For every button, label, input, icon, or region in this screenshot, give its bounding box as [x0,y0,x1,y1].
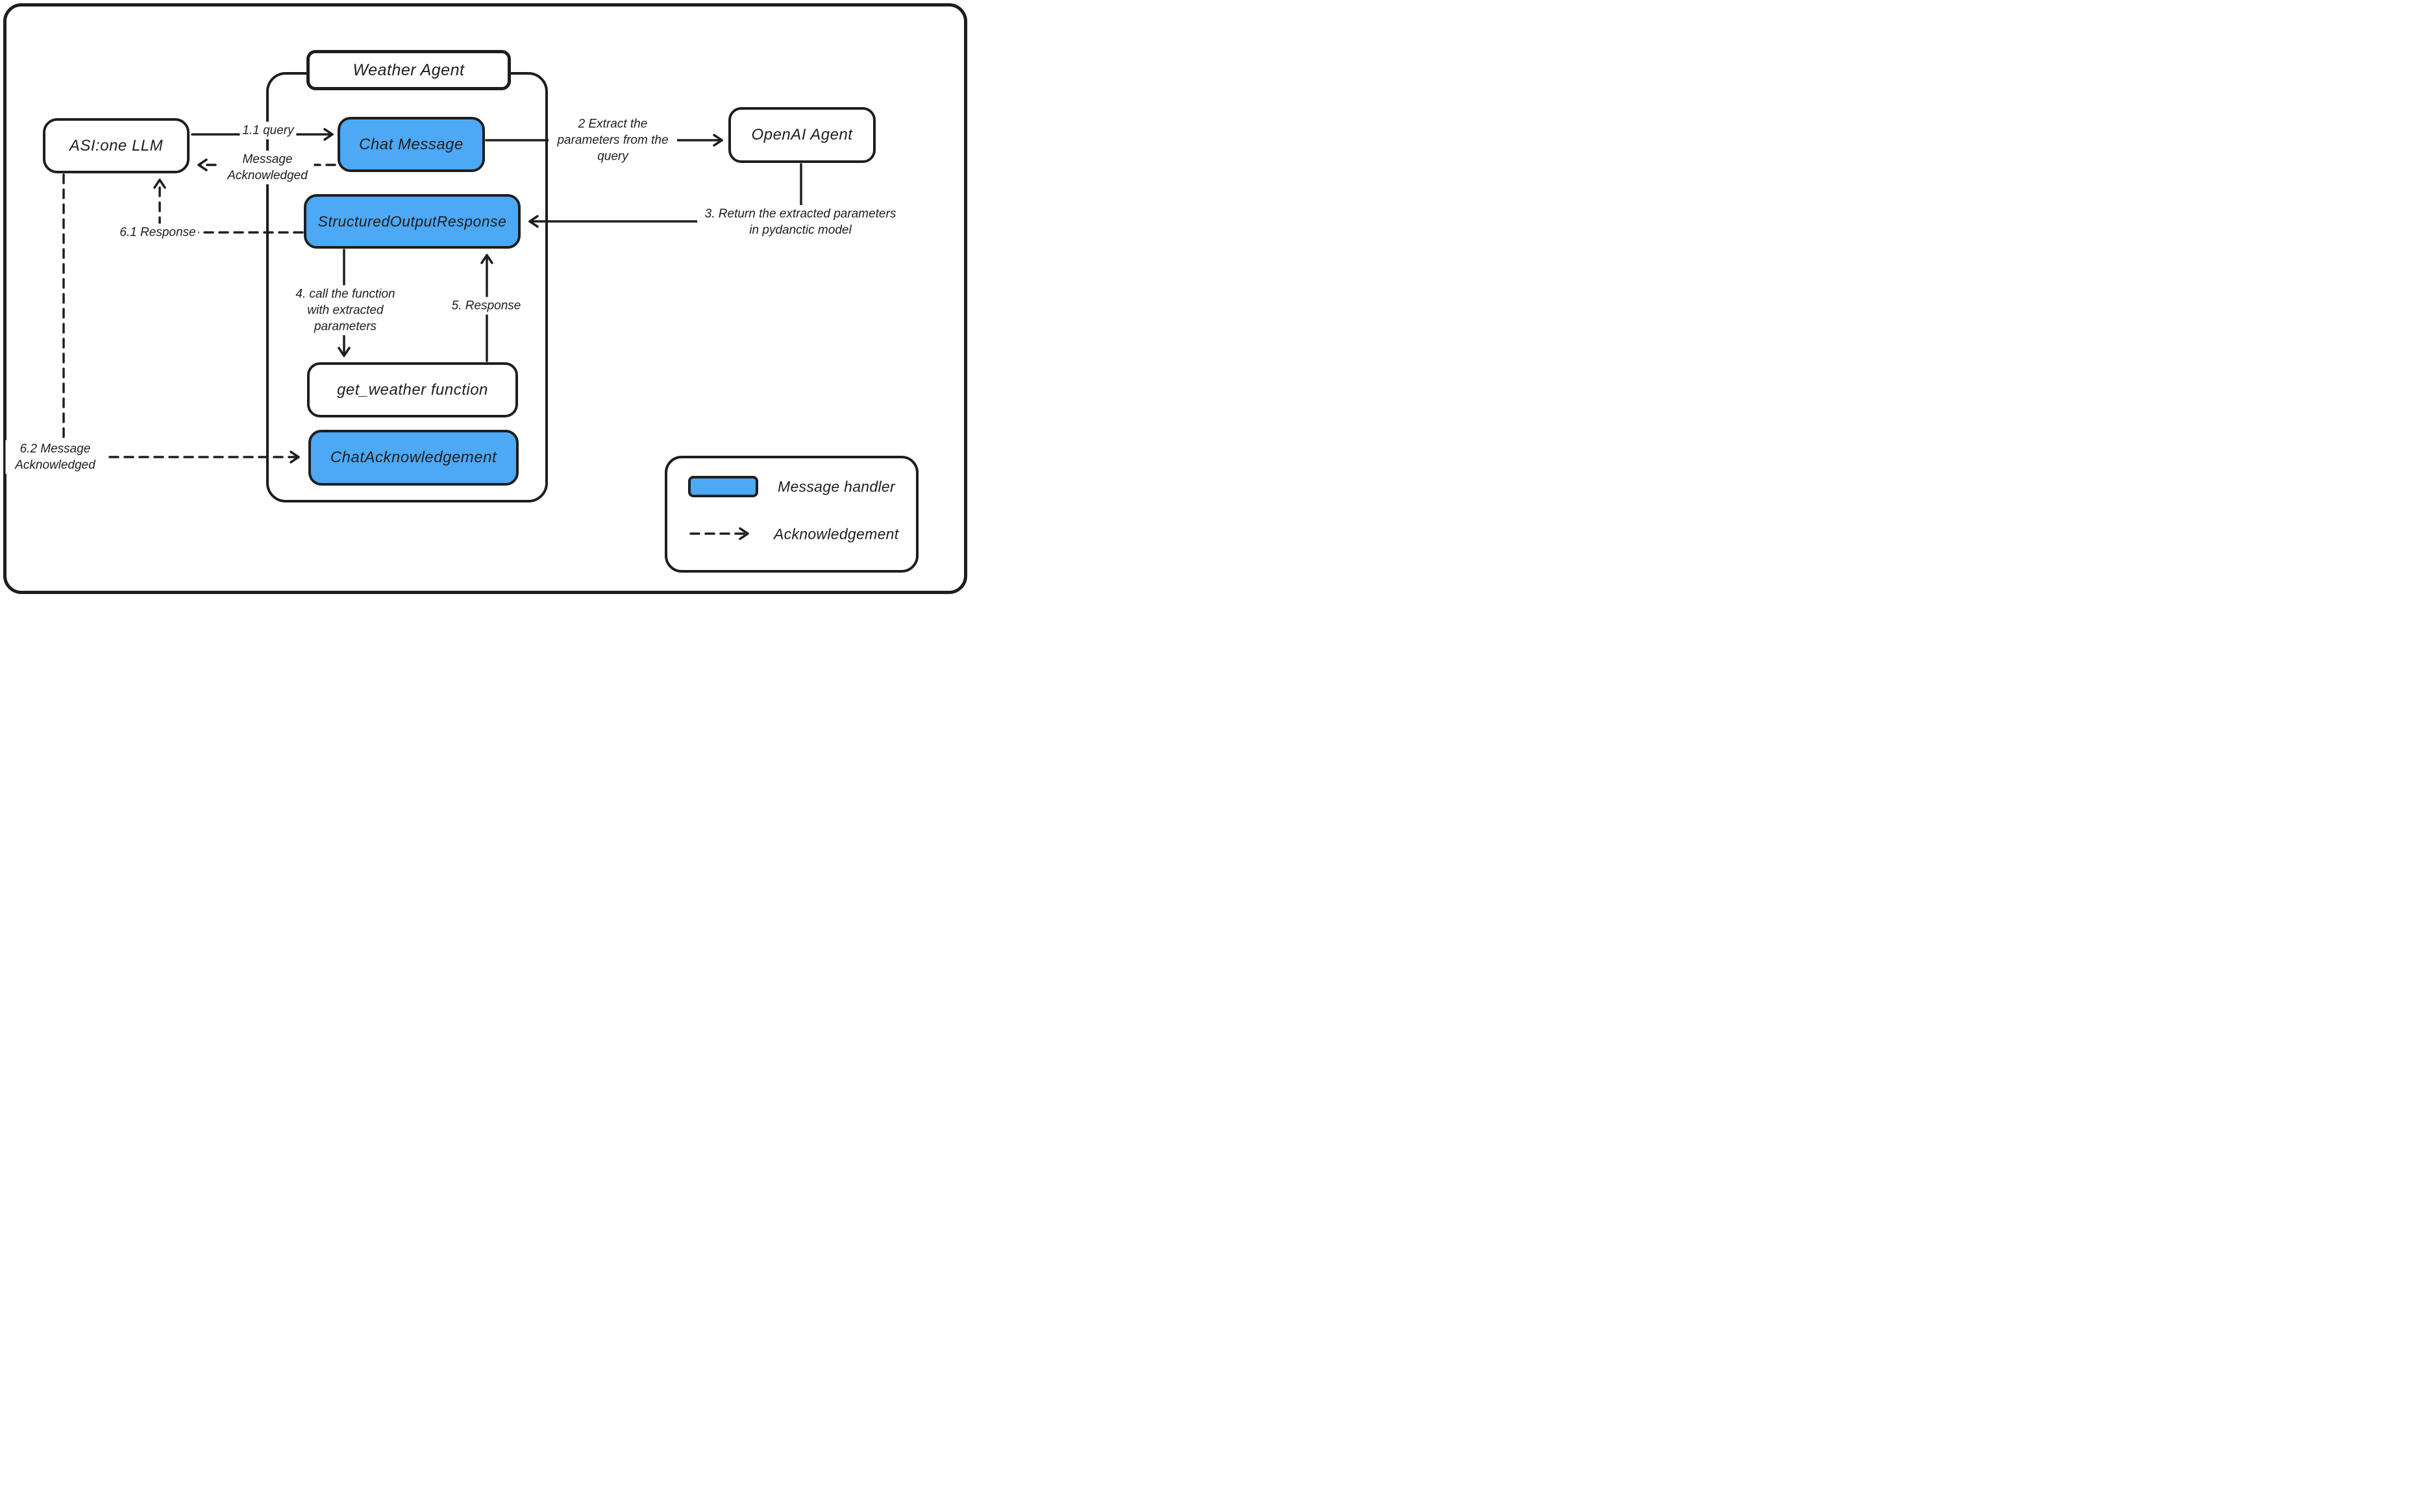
edge-label-message-acknowledged-6-2: 6.2 Message Acknowledged [5,440,105,475]
node-openai-agent-label: OpenAI Agent [751,126,853,143]
node-openai-agent: OpenAI Agent [728,107,876,163]
node-structured-output-response-label: StructuredOutputResponse [317,212,507,230]
weather-agent-title-box: Weather Agent [306,50,511,90]
legend-acknowledgement-label: Acknowledgement [774,525,899,543]
diagram-canvas: Weather Agent ASI:one LLM Chat Message O… [0,0,974,605]
edge-label-call-function: 4. call the function with extracted para… [281,285,410,336]
node-asi-one-llm: ASI:one LLM [43,118,190,173]
legend [665,456,919,573]
node-get-weather-function-label: get_weather function [337,380,488,399]
node-asi-one-llm-label: ASI:one LLM [69,136,164,155]
node-chat-message-label: Chat Message [359,135,464,153]
edge-label-query: 1.1 query [240,121,297,140]
node-chat-acknowledgement-label: ChatAcknowledgement [330,449,497,466]
edge-label-message-acknowledged: Message Acknowledged [221,150,314,185]
node-get-weather-function: get_weather function [307,362,518,417]
node-structured-output-response: StructuredOutputResponse [304,194,521,249]
edge-label-response-5: 5. Response [449,297,524,315]
legend-message-handler-swatch [688,476,758,497]
outer-frame [3,3,967,594]
edge-label-extract-parameters: 2 Extract the parameters from the query [549,115,677,166]
edge-label-return-parameters: 3. Return the extracted parameters in py… [697,204,904,240]
legend-message-handler-label: Message handler [778,478,895,495]
edge-label-response-6-1: 6.1 Response [117,223,199,242]
node-chat-acknowledgement: ChatAcknowledgement [308,430,519,486]
node-chat-message: Chat Message [338,117,485,172]
weather-agent-title: Weather Agent [352,60,465,79]
